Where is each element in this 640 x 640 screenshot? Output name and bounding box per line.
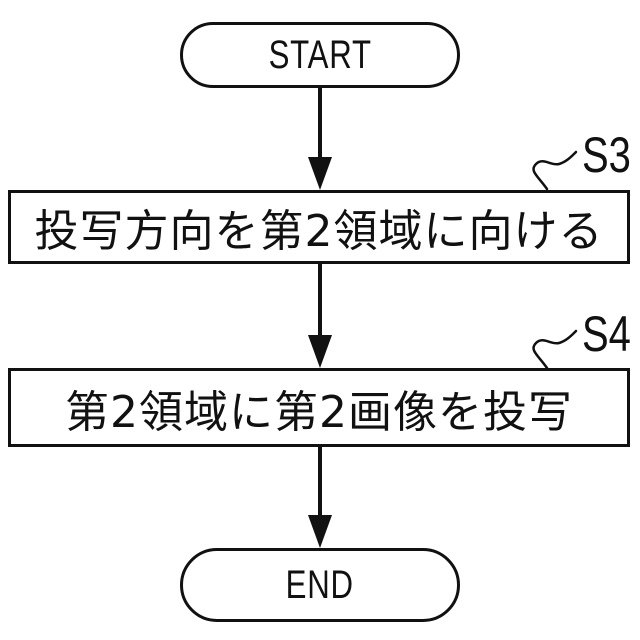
- step-label-s4: S4: [582, 306, 631, 362]
- flow-arrow-start-to-s3: [308, 86, 332, 190]
- process-box-s4: 第2領域に第2画像を投写: [8, 368, 630, 447]
- process-s3-text: 投写方向を第2領域に向ける: [34, 206, 604, 257]
- end-label: END: [285, 562, 355, 607]
- start-terminator: START: [180, 22, 460, 88]
- arrowhead-icon: [308, 515, 332, 548]
- flow-arrow-s3-to-s4: [308, 262, 332, 368]
- end-terminator: END: [180, 548, 460, 622]
- flow-arrow-s4-to-end: [308, 445, 332, 548]
- start-label: START: [268, 32, 372, 77]
- process-box-s3: 投写方向を第2領域に向ける: [8, 190, 630, 264]
- s4-leader-line: [532, 329, 578, 370]
- arrowhead-icon: [308, 335, 332, 368]
- s3-leader-line: [532, 150, 578, 191]
- arrowhead-icon: [308, 157, 332, 190]
- step-label-s3: S3: [582, 127, 631, 183]
- process-s4-text: 第2領域に第2画像を投写: [65, 386, 573, 438]
